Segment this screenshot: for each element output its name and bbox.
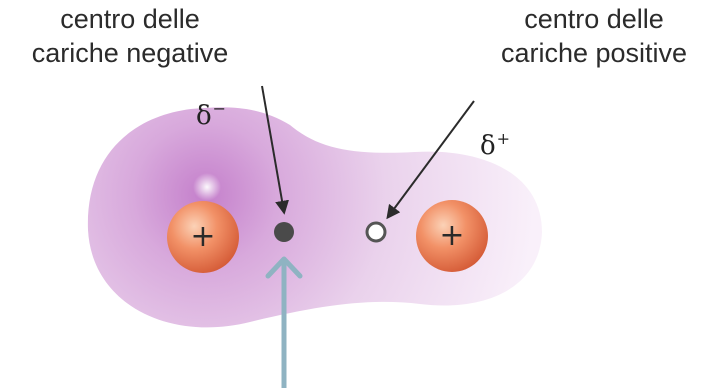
negative-charge-center	[274, 222, 294, 242]
negative-center-leader-arrow	[261, 85, 289, 215]
delta-negative-sign: −	[212, 99, 227, 118]
positive-center-label: centro delle cariche positive	[484, 2, 704, 70]
negative-center-label: centro delle cariche negative	[20, 2, 240, 70]
delta-negative-label: δ−	[196, 96, 226, 129]
delta-negative-symbol: δ	[196, 101, 212, 131]
delta-positive-sign: +	[496, 129, 511, 148]
positive-charge-center	[365, 221, 387, 243]
nucleus-right	[416, 200, 488, 272]
positive-center-label-line2: cariche positive	[500, 38, 688, 68]
delta-positive-symbol: δ	[480, 131, 496, 161]
nucleus-left-sign: +	[190, 219, 216, 254]
delta-positive-label: δ+	[480, 126, 510, 159]
positive-center-leader-arrow	[386, 100, 475, 220]
nucleus-right-sign: +	[439, 218, 465, 253]
nucleus-left	[167, 201, 239, 273]
indicator-arrow	[265, 256, 303, 388]
negative-center-label-line2: cariche negative	[31, 38, 229, 68]
negative-center-label-line1: centro delle	[60, 4, 200, 34]
cloud-highlight	[193, 173, 221, 201]
positive-center-label-line1: centro delle	[524, 4, 664, 34]
